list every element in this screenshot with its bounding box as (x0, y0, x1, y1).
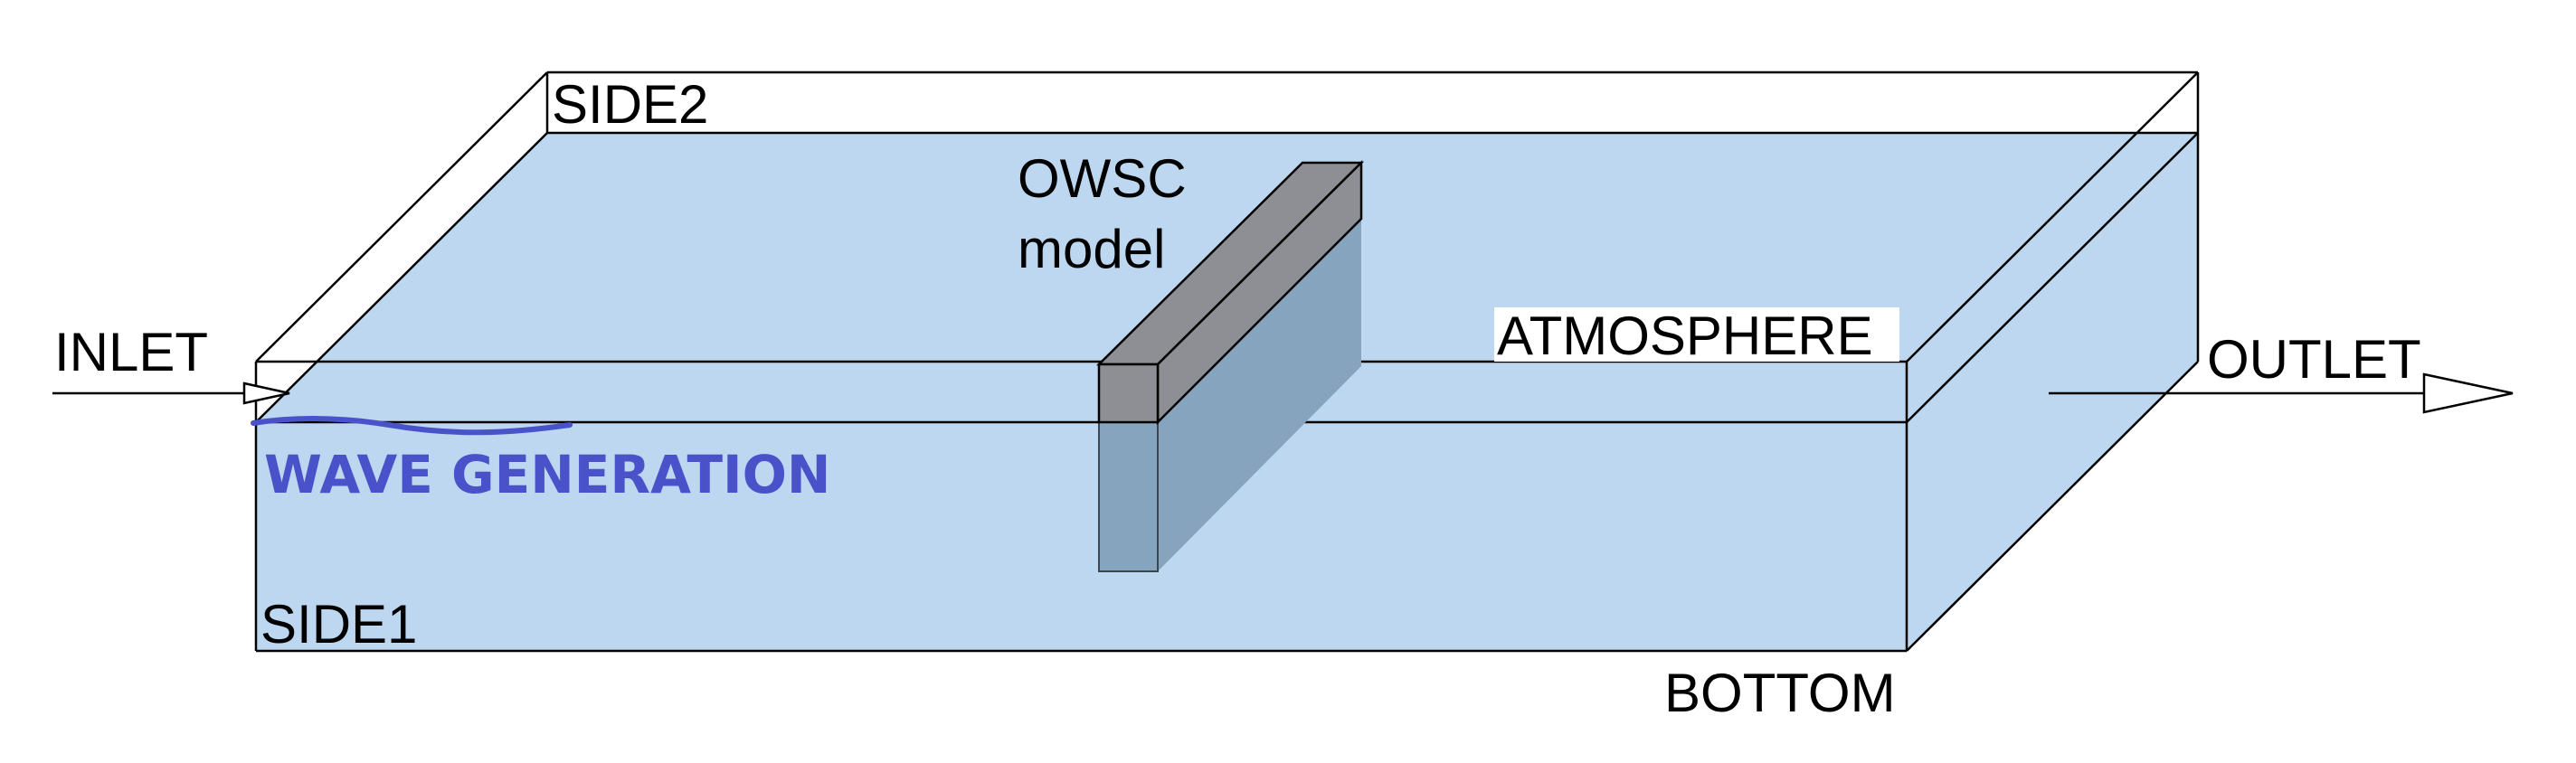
owsc-submerged-front (1098, 421, 1159, 572)
owsc-model (1095, 160, 1365, 572)
label-atmosphere: ATMOSPHERE (1497, 306, 1873, 366)
edge-right-top-diagonal (1906, 71, 2199, 363)
label-inlet: INLET (54, 322, 208, 382)
label-owsc-line2: model (1018, 219, 1165, 279)
atmosphere-label-bg (1494, 307, 1899, 362)
inlet-arrow (52, 382, 290, 405)
label-bottom: BOTTOM (1664, 663, 1896, 723)
label-outlet: OUTLET (2207, 329, 2421, 390)
owsc-submerged-side (1158, 219, 1361, 571)
edge-right-bottom-diagonal (1906, 361, 2199, 652)
edge-right-water-diagonal (1906, 132, 2199, 423)
outlet-arrow (2049, 372, 2514, 414)
tank-outline (254, 71, 2200, 653)
owsc-front-face (1097, 363, 1160, 424)
label-side2: SIDE2 (552, 74, 708, 135)
edge-left-water-diagonal (255, 132, 548, 423)
water-right-face (1907, 133, 2198, 651)
label-owsc-line1: OWSC (1018, 148, 1187, 209)
edge-left-top-diagonal (255, 71, 548, 363)
label-wave-generation: WAVE GENERATION (264, 444, 830, 505)
label-side1: SIDE1 (260, 594, 417, 655)
water-volume (256, 133, 2198, 651)
wave-curve (251, 415, 573, 436)
water-front-face (256, 422, 1907, 651)
